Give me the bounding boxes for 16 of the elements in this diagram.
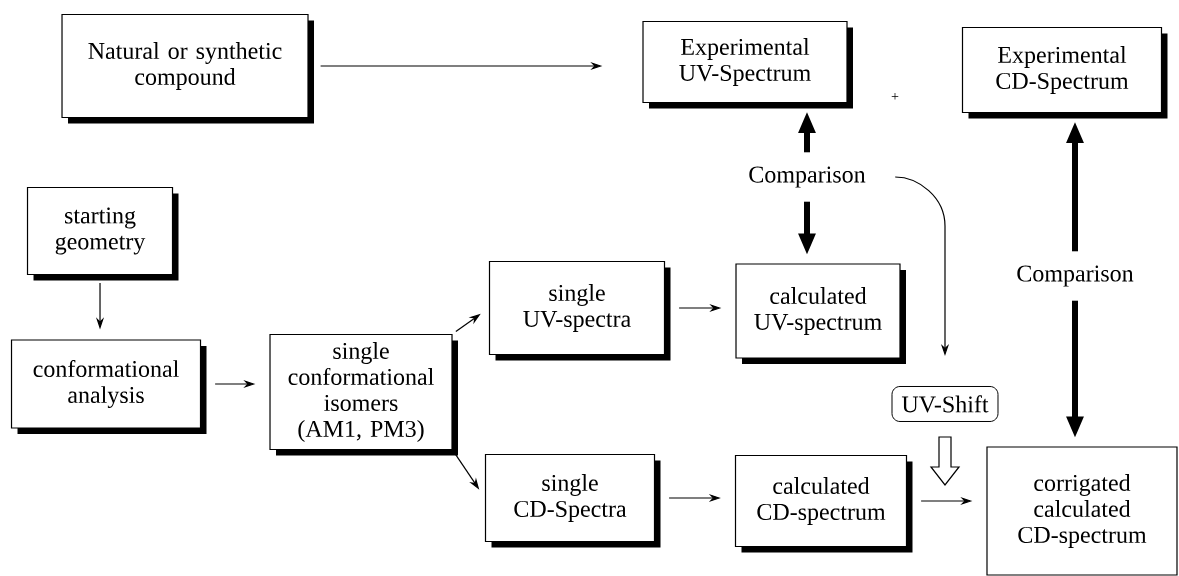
process-box: Experimental UV-Spectrum: [642, 20, 853, 109]
comparison-label: Comparison: [749, 166, 866, 188]
comparison-label: Comparison: [1017, 265, 1134, 287]
process-box: single CD-Spectra: [484, 453, 661, 548]
hollow-arrow: [929, 436, 961, 486]
result-box: corrigated calculated CD-spectrum: [986, 446, 1178, 576]
process-box: starting geometry: [26, 186, 179, 281]
process-box: single conformational isomers (AM1, PM3): [269, 333, 458, 456]
plus-sign: +: [891, 93, 899, 100]
rounded-box: UV-Shift: [891, 386, 999, 422]
process-box: Natural or synthetic compound: [61, 13, 314, 124]
process-box: calculated UV-spectrum: [735, 263, 906, 364]
process-box: conformational analysis: [10, 339, 207, 434]
process-box: single UV-spectra: [488, 260, 671, 361]
process-box: Experimental CD-Spectrum: [961, 26, 1168, 119]
process-box: calculated CD-spectrum: [734, 454, 913, 553]
